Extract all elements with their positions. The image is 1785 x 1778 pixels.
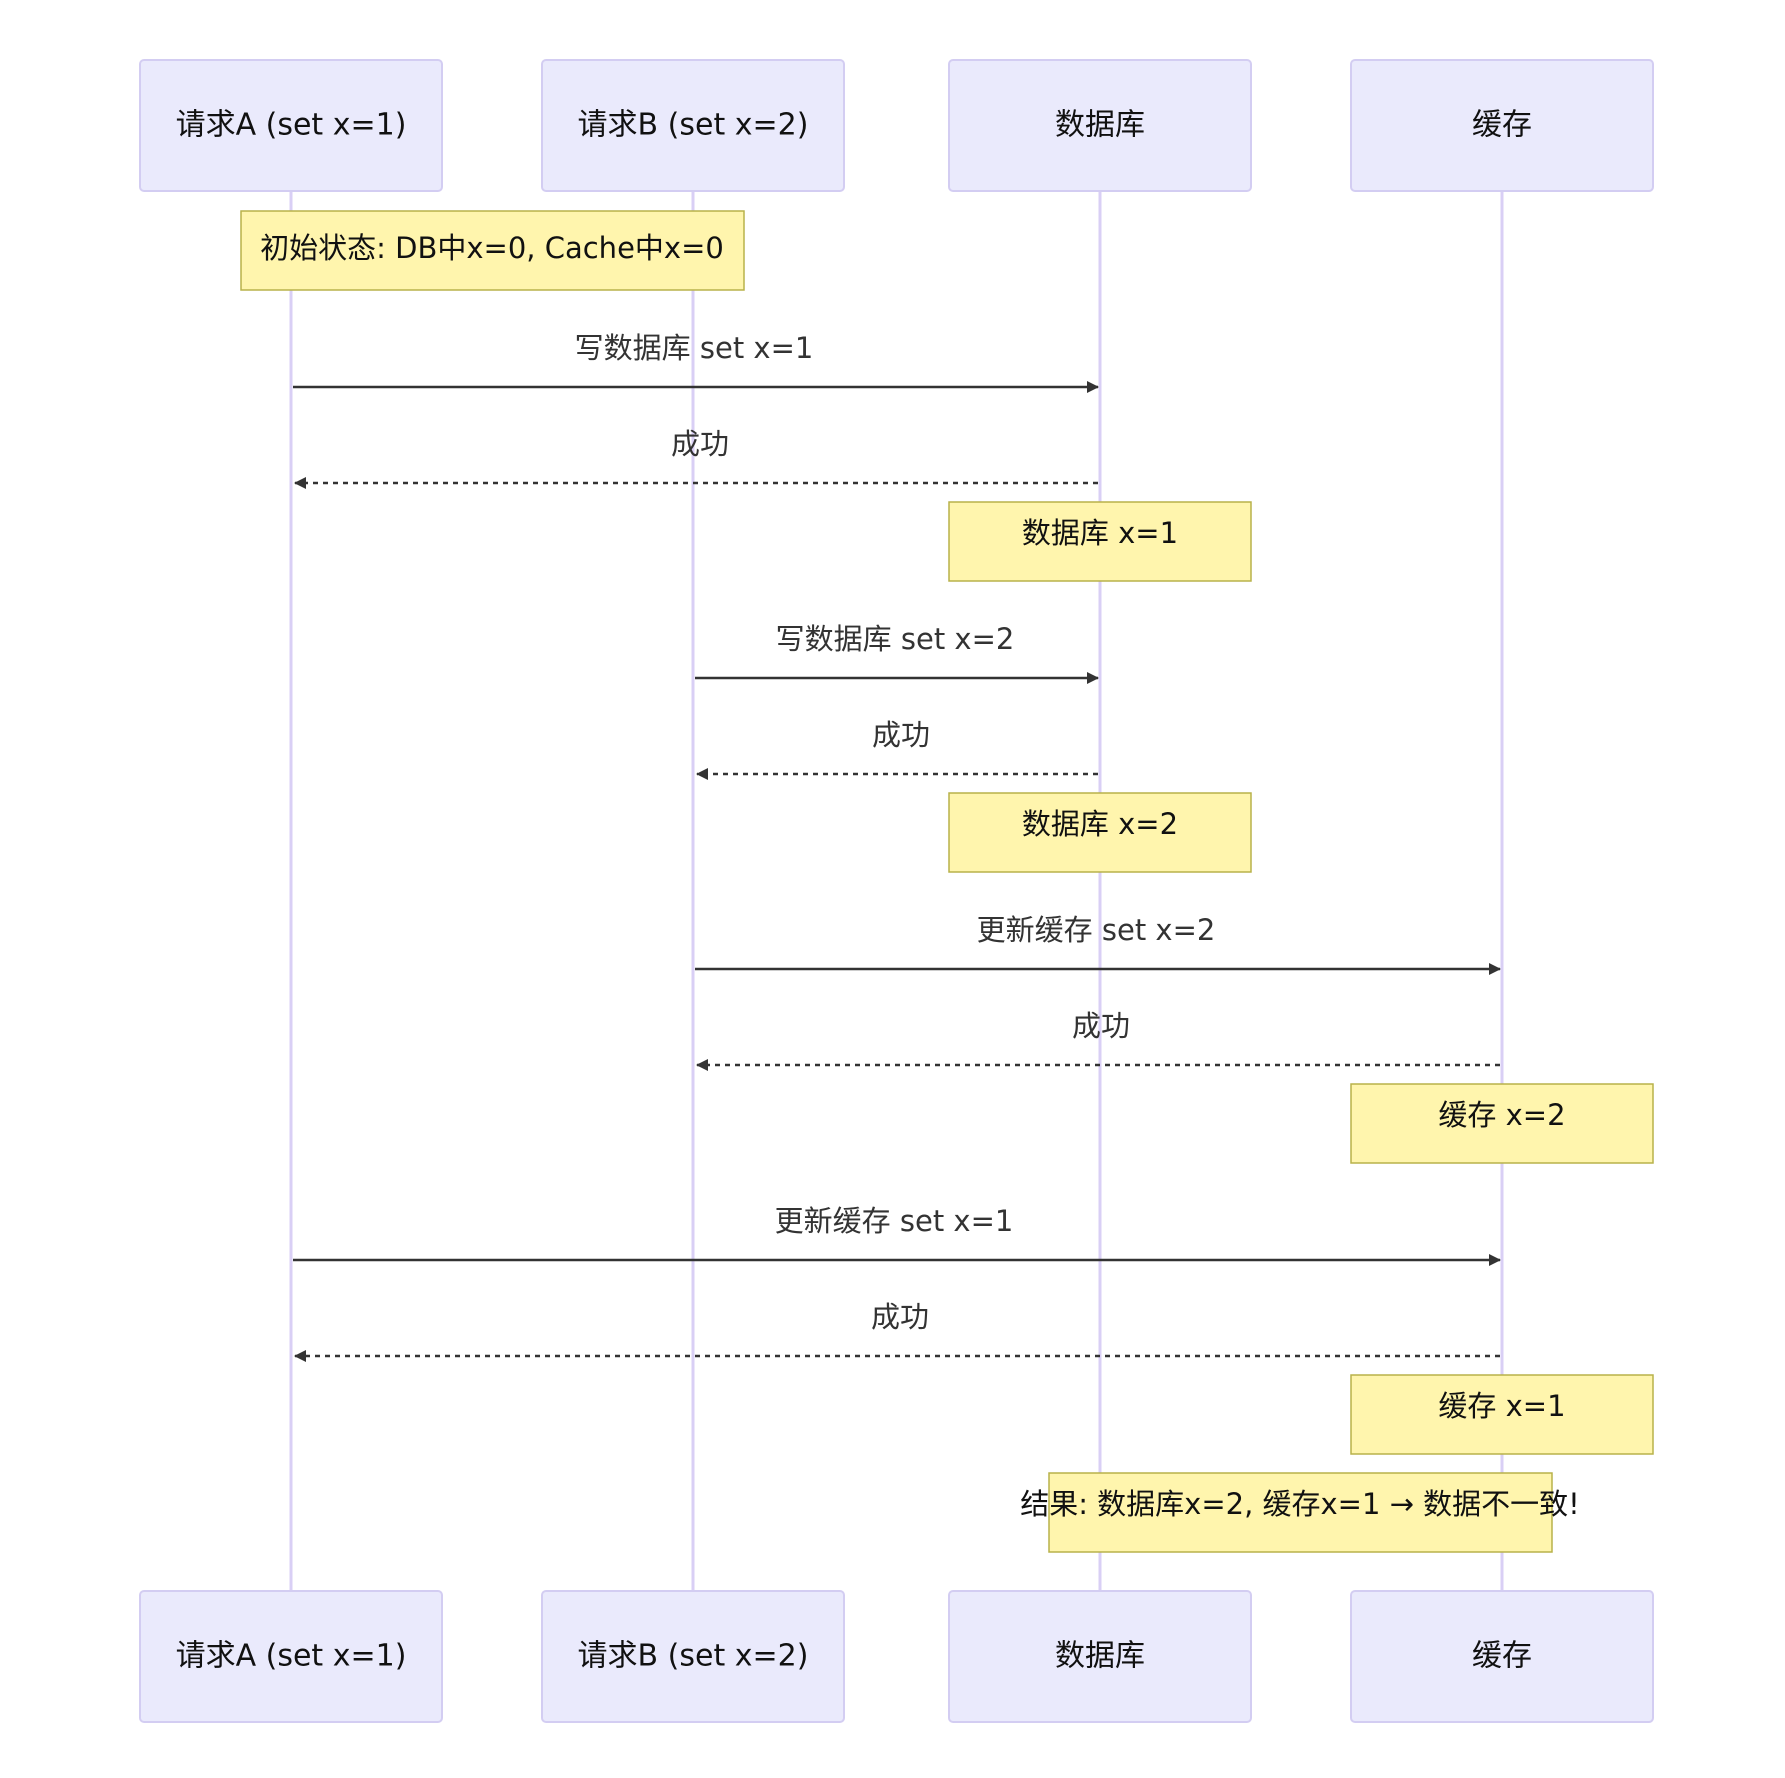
message-cache-to-a-success: 成功 (294, 1300, 1500, 1362)
note-text: 缓存 x=2 (1438, 1098, 1565, 1132)
note-initial-state: 初始状态: DB中x=0, Cache中x=0 (240, 210, 745, 291)
actor-cache-top: 缓存 (1350, 59, 1654, 192)
actor-request-b-top: 请求B (set x=2) (541, 59, 845, 192)
actor-request-a-bottom: 请求A (set x=1) (139, 1590, 443, 1723)
actor-request-a-top: 请求A (set x=1) (139, 59, 443, 192)
note-db-x1: 数据库 x=1 (948, 501, 1252, 582)
message-label: 成功 (872, 718, 930, 752)
actor-label: 请求A (set x=1) (176, 108, 407, 143)
actor-label: 数据库 (1055, 108, 1145, 143)
message-label: 成功 (1072, 1009, 1130, 1043)
message-label: 成功 (671, 427, 729, 461)
note-cache-x2: 缓存 x=2 (1350, 1083, 1654, 1164)
actor-label: 请求B (set x=2) (578, 108, 809, 143)
message-cache-to-b-success: 成功 (696, 1009, 1500, 1071)
message-label: 写数据库 set x=2 (776, 622, 1015, 656)
message-db-to-b-success: 成功 (696, 718, 1098, 780)
actor-request-b-bottom: 请求B (set x=2) (541, 1590, 845, 1723)
note-cache-x1: 缓存 x=1 (1350, 1374, 1654, 1455)
actor-label: 请求A (set x=1) (176, 1639, 407, 1674)
note-text: 数据库 x=1 (1022, 516, 1178, 550)
message-b-to-cache-update: 更新缓存 set x=2 (695, 913, 1501, 975)
actor-label: 请求B (set x=2) (578, 1639, 809, 1674)
message-a-to-cache-update: 更新缓存 set x=1 (293, 1204, 1501, 1266)
note-db-x2: 数据库 x=2 (948, 792, 1252, 873)
actor-database-bottom: 数据库 (948, 1590, 1252, 1723)
note-result-inconsistent: 结果: 数据库x=2, 缓存x=1 → 数据不一致! (1020, 1472, 1580, 1553)
note-text: 数据库 x=2 (1022, 807, 1178, 841)
actor-label: 数据库 (1055, 1639, 1145, 1674)
message-a-to-db-write: 写数据库 set x=1 (293, 331, 1099, 393)
note-text: 结果: 数据库x=2, 缓存x=1 → 数据不一致! (1020, 1487, 1580, 1521)
actor-database-top: 数据库 (948, 59, 1252, 192)
note-text: 初始状态: DB中x=0, Cache中x=0 (260, 231, 724, 265)
message-label: 成功 (871, 1300, 929, 1334)
actor-label: 缓存 (1472, 1639, 1532, 1674)
message-label: 写数据库 set x=1 (575, 331, 814, 365)
actor-cache-bottom: 缓存 (1350, 1590, 1654, 1723)
message-label: 更新缓存 set x=1 (775, 1204, 1014, 1238)
message-db-to-a-success: 成功 (294, 427, 1098, 489)
actor-label: 缓存 (1472, 108, 1532, 143)
message-label: 更新缓存 set x=2 (977, 913, 1216, 947)
note-text: 缓存 x=1 (1438, 1389, 1565, 1423)
message-b-to-db-write: 写数据库 set x=2 (695, 622, 1099, 684)
